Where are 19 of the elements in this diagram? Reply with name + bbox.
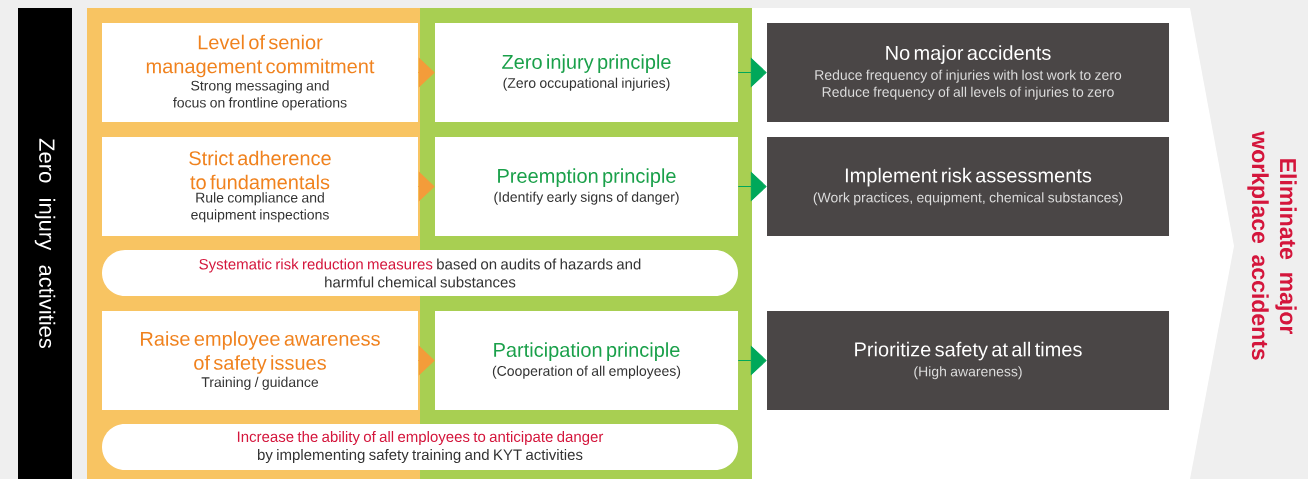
- text-box: Strict adherence to fundamentals Rule compliance and equipment inspections: [102, 137, 418, 236]
- text-box: Zero injury principle (Zero occupational injuries): [435, 23, 738, 122]
- text-box: Participation principle (Cooperation of all employees): [435, 311, 738, 410]
- triangle-arrow: [737, 346, 767, 375]
- text-box: Level of senior management commitment Strong messaging and focus on frontline operations: [102, 23, 418, 122]
- rounded-banner: Systematic risk reduction measures based on audits of hazards and harmful chemical substances: [102, 250, 738, 296]
- vertical-banner: Zero injury activities: [18, 8, 72, 479]
- triangle-arrow: [417, 172, 435, 201]
- dark-text-box: Implement risk assessments (Work practices, equipment, chemical substances): [767, 137, 1169, 236]
- rounded-banner: Increase the ability of all employees to anticipate danger by implementing safety training and KYT activities: [102, 424, 738, 470]
- triangle-arrow: [737, 172, 767, 201]
- vertical-heading: Eliminate major workplace accidents: [1247, 131, 1297, 360]
- triangle-arrow: [417, 346, 435, 375]
- triangle-arrow: [417, 58, 435, 87]
- text-box: Raise employee awareness of safety issues Training / guidance: [102, 311, 418, 410]
- triangle-arrow: [737, 58, 767, 87]
- dark-text-box: Prioritize safety at all times (High awareness): [767, 311, 1169, 410]
- text-box: Preemption principle (Identify early signs of danger): [435, 137, 738, 236]
- dark-text-box: No major accidents Reduce frequency of injuries with lost work to zero Reduce frequency of all levels of injuries to zero: [767, 23, 1169, 122]
